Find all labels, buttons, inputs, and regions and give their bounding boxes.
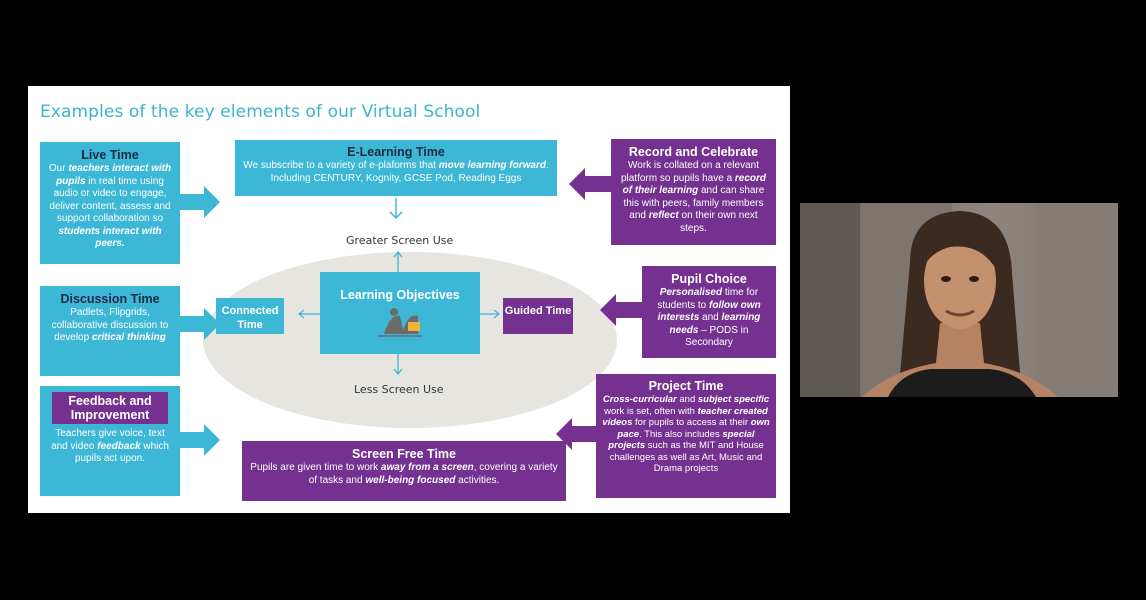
less-screen-label: Less Screen Use [354, 383, 444, 396]
screen-free-box: Screen Free Time Pupils are given time t… [242, 441, 566, 501]
screen-free-body: Pupils are given time to work away from … [250, 462, 558, 486]
greater-screen-label: Greater Screen Use [346, 234, 454, 247]
participant-video-feed [800, 203, 1118, 397]
record-body: Work is collated on a relevant platform … [620, 160, 767, 234]
student-laptop-icon [378, 308, 422, 337]
record-heading: Record and Celebrate [628, 145, 759, 159]
discussion-body: Padlets, Flipgrids, collaborative discus… [51, 307, 169, 343]
left-arrow-icon [298, 309, 320, 319]
down-arrow-icon [393, 354, 403, 376]
connected-time-box: Connected Time [216, 298, 284, 334]
screen-free-heading: Screen Free Time [352, 447, 456, 461]
elearning-body: We subscribe to a variety of e-plaforms … [243, 160, 549, 184]
live-time-box: Live Time Our teachers interact with pup… [40, 142, 180, 264]
live-arrow-icon [178, 186, 220, 218]
right-thin-arrow-icon [480, 309, 500, 319]
project-heading: Project Time [648, 379, 724, 393]
feedback-box: Feedback and Improvement Teachers give v… [40, 386, 180, 496]
learning-objectives-box: Learning Objectives [320, 272, 480, 354]
pupil-choice-body: Personalised time for students to follow… [657, 287, 761, 348]
feedback-arrow-icon [178, 424, 220, 456]
feedback-heading: Feedback and Improvement [52, 392, 168, 424]
project-arrow-icon [556, 418, 598, 450]
live-time-heading: Live Time [81, 148, 139, 162]
feedback-body: Teachers give voice, text and video feed… [51, 428, 169, 464]
learning-objectives-label: Learning Objectives [340, 288, 460, 302]
project-time-box: Project Time Cross-curricular and subjec… [596, 374, 776, 498]
person-avatar-icon [862, 211, 1058, 397]
slide-title: Examples of the key elements of our Virt… [40, 102, 481, 122]
elearning-down-arrow-icon [389, 198, 403, 220]
feedback-heading-label: Feedback and Improvement [68, 394, 152, 422]
pupil-choice-heading: Pupil Choice [671, 272, 747, 286]
discussion-arrow-icon [178, 308, 220, 340]
pupil-choice-arrow-icon [600, 294, 642, 326]
project-body: Cross-curricular and subject specific wo… [602, 394, 770, 474]
guided-time-label: Guided Time [504, 305, 572, 317]
presentation-slide: Examples of the key elements of our Virt… [28, 86, 790, 513]
elearning-heading: E-Learning Time [347, 145, 445, 159]
up-arrow-icon [393, 251, 403, 272]
pupil-choice-box: Pupil Choice Personalised time for stude… [642, 266, 776, 358]
discussion-heading: Discussion Time [60, 292, 160, 306]
connected-time-label: Connected Time [221, 305, 279, 331]
live-time-body: Our teachers interact with pupils in rea… [48, 163, 172, 249]
wall-panel-right [1036, 203, 1118, 397]
discussion-time-box: Discussion Time Padlets, Flipgrids, coll… [40, 286, 180, 376]
record-arrow-icon [569, 168, 611, 200]
guided-time-box: Guided Time [503, 298, 573, 334]
record-celebrate-box: Record and Celebrate Work is collated on… [611, 139, 776, 245]
elearning-time-box: E-Learning Time We subscribe to a variet… [235, 140, 557, 196]
wall-panel-left [800, 203, 860, 397]
